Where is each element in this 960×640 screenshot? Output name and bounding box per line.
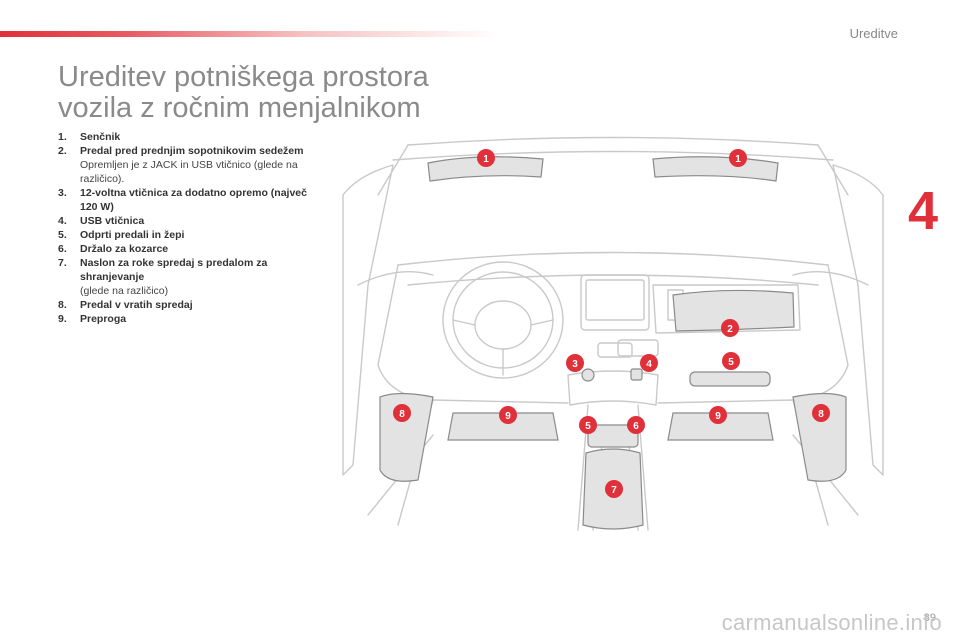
legend-item-label: Preproga <box>80 313 127 325</box>
floor-mat-right <box>667 412 774 441</box>
legend-item: 5. Odprti predali in žepi <box>58 228 308 242</box>
legend-item-number: 7. <box>58 257 67 269</box>
header-accent-bar <box>0 31 500 37</box>
floor-mat-left <box>447 412 559 441</box>
callout-9-left: 9 <box>499 406 517 424</box>
callout-6: 6 <box>627 416 645 434</box>
legend-item-note: Opremljen je z JACK in USB vtičnico (gle… <box>80 159 298 185</box>
legend-item-label: 12-voltna vtičnica za dodatno opremo (na… <box>80 187 307 213</box>
legend-item-number: 8. <box>58 299 67 311</box>
callout-8-left: 8 <box>393 404 411 422</box>
cabin-illustration: 1 1 2 3 4 5 5 6 7 8 8 9 9 <box>342 136 884 531</box>
door-pocket-left <box>379 392 434 482</box>
callout-7: 7 <box>605 480 623 498</box>
legend-item: 2. Predal pred prednjim sopotnikovim sede… <box>58 144 308 186</box>
svg-text:6: 6 <box>633 421 639 432</box>
callout-9-right: 9 <box>709 406 727 424</box>
door-pocket-right <box>792 392 847 482</box>
legend-item-number: 9. <box>58 313 67 325</box>
page-title: Ureditev potniškega prostora vozila z ro… <box>58 62 478 124</box>
legend-item: 4. USB vtičnica <box>58 214 308 228</box>
sun-visor-right <box>652 156 779 182</box>
legend-item-number: 1. <box>58 131 67 143</box>
callout-1-left: 1 <box>477 149 495 167</box>
svg-text:9: 9 <box>715 411 721 422</box>
legend-item-label: Predal v vratih spredaj <box>80 299 193 311</box>
page-number: 89 <box>923 612 936 624</box>
svg-text:5: 5 <box>585 421 591 432</box>
chapter-name: Ureditve <box>849 26 898 41</box>
callout-2: 2 <box>721 319 739 337</box>
legend-item: 3. 12-voltna vtičnica za dodatno opremo (… <box>58 186 308 214</box>
open-storage-tray <box>689 371 771 387</box>
12v-socket-icon <box>581 368 595 382</box>
legend-item-number: 5. <box>58 229 67 241</box>
legend-item-label: Predal pred prednjim sopotnikovim sedeže… <box>80 145 304 157</box>
svg-text:8: 8 <box>818 409 824 420</box>
svg-text:1: 1 <box>483 154 489 165</box>
legend-item: 8. Predal v vratih spredaj <box>58 298 308 312</box>
legend-item: 1. Senčnik <box>58 130 308 144</box>
page-title-line-1: Ureditev potniškega prostora <box>58 61 429 93</box>
legend-item: 9. Preproga <box>58 312 308 326</box>
svg-text:8: 8 <box>399 409 405 420</box>
legend-item: 7. Naslon za roke spredaj s predalom za s… <box>58 256 308 298</box>
callout-8-right: 8 <box>812 404 830 422</box>
callout-markers: 1 1 2 3 4 5 5 6 7 8 8 9 9 <box>393 149 830 498</box>
page-title-line-2: vozila z ročnim menjalnikom <box>58 92 421 124</box>
svg-text:5: 5 <box>728 357 734 368</box>
legend-item-number: 2. <box>58 145 67 157</box>
svg-text:3: 3 <box>572 359 578 370</box>
legend-item-label: Naslon za roke spredaj s predalom za shr… <box>80 257 268 283</box>
legend-item-label: Senčnik <box>80 131 121 143</box>
legend-item-label: Držalo za kozarce <box>80 243 169 255</box>
usb-socket-icon <box>630 368 643 381</box>
callout-3: 3 <box>566 354 584 372</box>
svg-text:9: 9 <box>505 411 511 422</box>
legend-item-number: 6. <box>58 243 67 255</box>
watermark[interactable]: carmanualsonline.info <box>721 610 942 635</box>
callout-5-right: 5 <box>722 352 740 370</box>
legend-item-number: 4. <box>58 215 67 227</box>
callout-5-console: 5 <box>579 416 597 434</box>
svg-text:1: 1 <box>735 154 741 165</box>
svg-text:7: 7 <box>611 485 617 496</box>
chapter-number: 4 <box>907 181 938 241</box>
glovebox <box>672 289 795 332</box>
sun-visor-left <box>427 156 544 182</box>
legend-list: 1. Senčnik 2. Predal pred prednjim sopotni… <box>58 130 308 326</box>
legend-item: 6. Držalo za kozarce <box>58 242 308 256</box>
callout-1-right: 1 <box>729 149 747 167</box>
svg-text:2: 2 <box>727 324 733 335</box>
legend-item-number: 3. <box>58 187 67 199</box>
legend-item-label: USB vtičnica <box>80 215 145 227</box>
callout-4: 4 <box>640 354 658 372</box>
svg-text:4: 4 <box>646 359 652 370</box>
cup-holder <box>587 424 639 448</box>
legend-item-note: (glede na različico) <box>80 285 169 297</box>
legend-item-label: Odprti predali in žepi <box>80 229 185 241</box>
